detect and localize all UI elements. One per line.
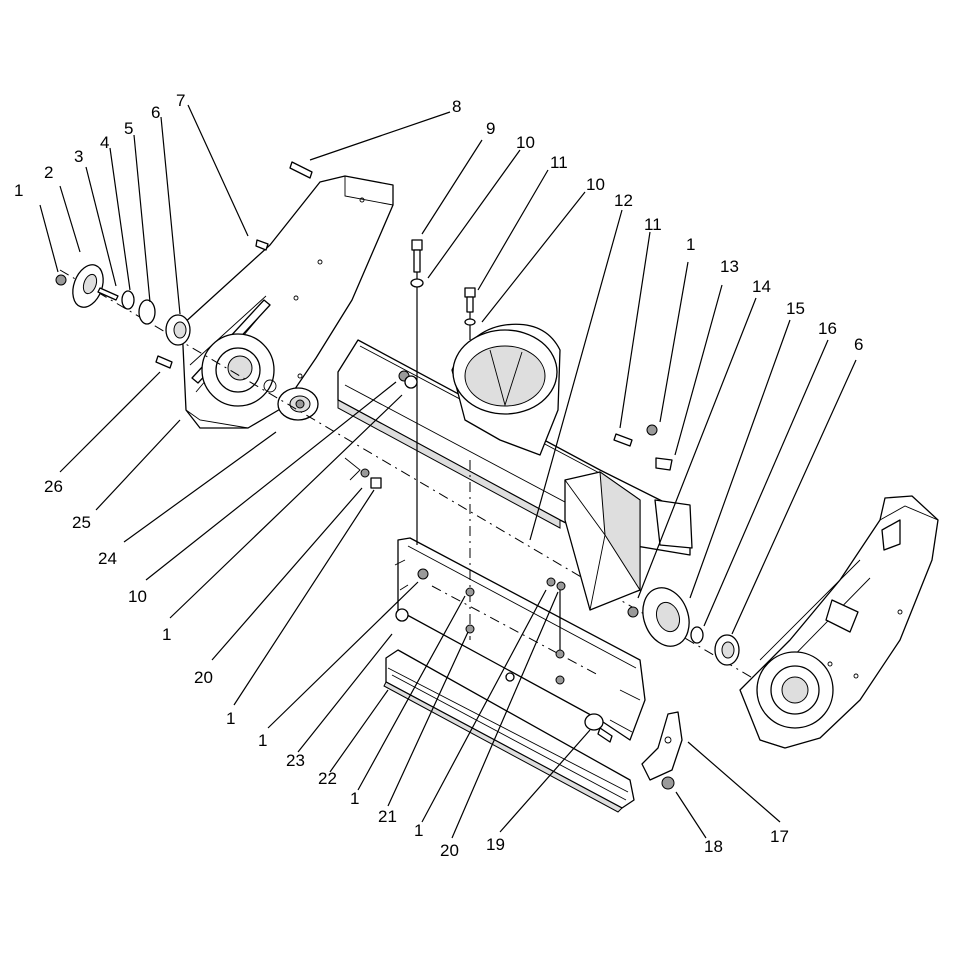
right-side-plate: [739, 495, 939, 749]
left-bearing-flange: [277, 387, 319, 421]
center-hardware: [344, 239, 566, 685]
callout-18: 18: [704, 837, 723, 856]
callout-1: 1: [226, 709, 235, 728]
leader-lines: [39, 104, 857, 839]
scraper-bar: [383, 649, 635, 813]
callout-10: 10: [586, 175, 605, 194]
callout-16: 16: [818, 319, 837, 338]
callout-7: 7: [176, 91, 185, 110]
callout-1: 1: [350, 789, 359, 808]
callout-21: 21: [378, 807, 397, 826]
auger-housing: [337, 323, 693, 611]
callout-19: 19: [486, 835, 505, 854]
callout-10: 10: [516, 133, 535, 152]
callout-22: 22: [318, 769, 337, 788]
callout-1: 1: [258, 731, 267, 750]
callout-6: 6: [854, 335, 863, 354]
callout-labels: 1 2 3 4 5 6 7 8 9 10 11 10 12 11 1 13 14…: [14, 91, 863, 860]
callout-1: 1: [686, 235, 695, 254]
callout-20: 20: [194, 668, 213, 687]
callout-24: 24: [98, 549, 117, 568]
callout-23: 23: [286, 751, 305, 770]
callout-8: 8: [452, 97, 461, 116]
callout-1: 1: [162, 625, 171, 644]
callout-20: 20: [440, 841, 459, 860]
left-side-plate: [181, 175, 394, 429]
callout-10: 10: [128, 587, 147, 606]
callout-9: 9: [486, 119, 495, 138]
skid-shoe: [641, 711, 683, 790]
callout-12: 12: [614, 191, 633, 210]
right-hardware-stack: [613, 424, 740, 666]
callout-2: 2: [44, 163, 53, 182]
latch-knob: [584, 713, 613, 743]
callout-1: 1: [414, 821, 423, 840]
callout-6: 6: [151, 103, 160, 122]
callout-13: 13: [720, 257, 739, 276]
callout-14: 14: [752, 277, 771, 296]
callout-5: 5: [124, 119, 133, 138]
callout-15: 15: [786, 299, 805, 318]
callout-1: 1: [14, 181, 23, 200]
callout-3: 3: [74, 147, 83, 166]
callout-17: 17: [770, 827, 789, 846]
callout-11: 11: [644, 215, 662, 234]
callout-11: 11: [550, 153, 568, 172]
callout-4: 4: [100, 133, 109, 152]
callout-26: 26: [44, 477, 63, 496]
callout-25: 25: [72, 513, 91, 532]
lower-housing-plate: [394, 537, 646, 741]
